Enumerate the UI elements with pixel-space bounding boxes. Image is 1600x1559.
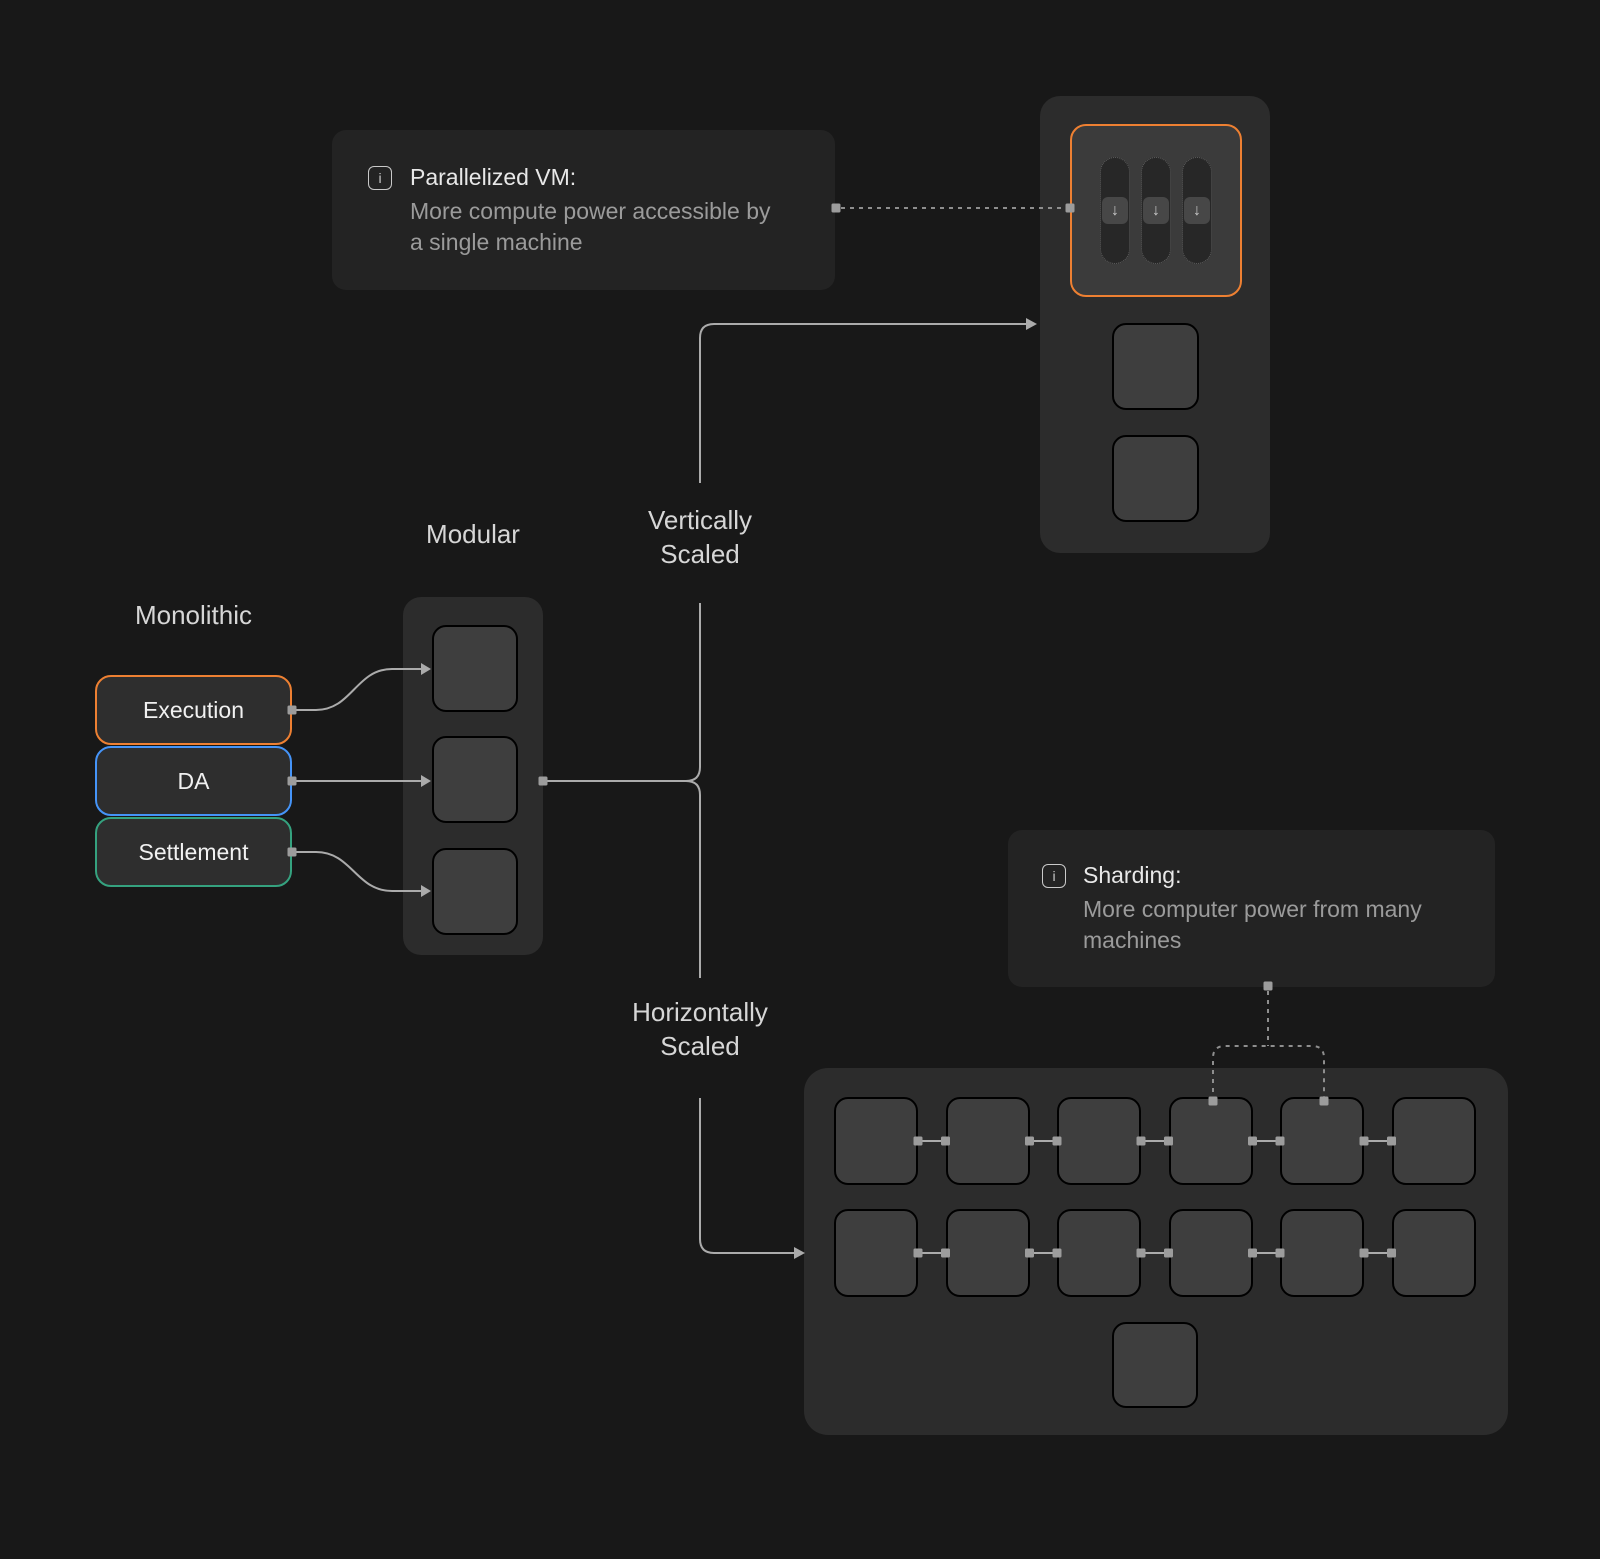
sharded-node-blue xyxy=(834,1209,918,1297)
dashed-connector-vm-info xyxy=(831,203,1075,213)
sharded-node-green xyxy=(1112,1322,1198,1408)
heading-horizontally-scaled: Horizontally Scaled xyxy=(600,995,800,1063)
sharded-node-blue xyxy=(1057,1209,1141,1297)
modular-node-execution xyxy=(432,625,518,712)
sharded-node-orange xyxy=(945,1097,1030,1185)
heading-vertically-scaled: Vertically Scaled xyxy=(600,503,800,571)
horizontally-scaled-panel xyxy=(804,1068,1508,1435)
heading-line: Scaled xyxy=(660,1031,740,1061)
sharded-node-orange xyxy=(1391,1097,1476,1185)
info-text: Parallelized VM: More compute power acce… xyxy=(410,161,780,258)
modular-node-da xyxy=(432,736,518,823)
monolithic-card-execution: Execution xyxy=(95,675,292,745)
monolithic-card-da: DA xyxy=(95,746,292,816)
card-label: DA xyxy=(177,767,210,794)
sharded-node-blue xyxy=(1391,1209,1476,1297)
sharded-row-orange xyxy=(834,1097,1476,1185)
down-arrow-chip: ↓ xyxy=(1143,197,1169,224)
info-title: Parallelized VM: xyxy=(410,164,577,190)
info-icon: i xyxy=(368,166,392,190)
heading-line: Horizontally xyxy=(632,997,768,1027)
heading-line: Scaled xyxy=(660,539,740,569)
modular-panel xyxy=(403,597,543,955)
modular-node-settlement xyxy=(432,848,518,935)
heading-modular: Modular xyxy=(426,519,520,549)
sharded-node-blue xyxy=(945,1209,1030,1297)
sharded-node-orange xyxy=(1280,1097,1364,1185)
vertically-scaled-panel: ↓ ↓ ↓ xyxy=(1040,96,1270,553)
heading-monolithic: Monolithic xyxy=(134,600,253,630)
info-icon-glyph: i xyxy=(1052,868,1056,884)
vm-thread-column: ↓ xyxy=(1141,157,1171,264)
parallelized-vm-node: ↓ ↓ ↓ xyxy=(1070,124,1242,297)
info-icon: i xyxy=(1042,864,1066,888)
info-body: More computer power from many machines xyxy=(1083,896,1422,953)
sharded-node-orange xyxy=(1168,1097,1253,1185)
card-label: Execution xyxy=(142,696,244,723)
info-box-sharding: i Sharding: More computer power from man… xyxy=(1008,830,1495,987)
sharded-node-blue xyxy=(1280,1209,1364,1297)
down-arrow-chip: ↓ xyxy=(1102,197,1128,224)
card-label: Settlement xyxy=(138,838,249,865)
sharded-node-blue xyxy=(1168,1209,1253,1297)
monolithic-card-settlement: Settlement xyxy=(95,817,292,887)
heading-line: Vertically xyxy=(647,505,753,535)
sharded-row-blue xyxy=(834,1209,1476,1297)
sharded-node-orange xyxy=(1057,1097,1141,1185)
info-body: More compute power accessible by a singl… xyxy=(410,198,771,255)
info-icon-glyph: i xyxy=(378,170,382,186)
vertical-node-settlement xyxy=(1112,435,1199,522)
info-text: Sharding: More computer power from many … xyxy=(1083,859,1478,956)
vm-thread-column: ↓ xyxy=(1100,157,1130,264)
vm-thread-column: ↓ xyxy=(1182,157,1212,264)
down-arrow-chip: ↓ xyxy=(1184,197,1210,224)
sharded-node-orange xyxy=(834,1097,918,1185)
vm-thread-columns: ↓ ↓ ↓ xyxy=(1072,126,1240,295)
info-box-parallelized-vm: i Parallelized VM: More compute power ac… xyxy=(332,130,835,290)
vertical-node-da xyxy=(1112,323,1199,410)
info-title: Sharding: xyxy=(1083,862,1182,888)
